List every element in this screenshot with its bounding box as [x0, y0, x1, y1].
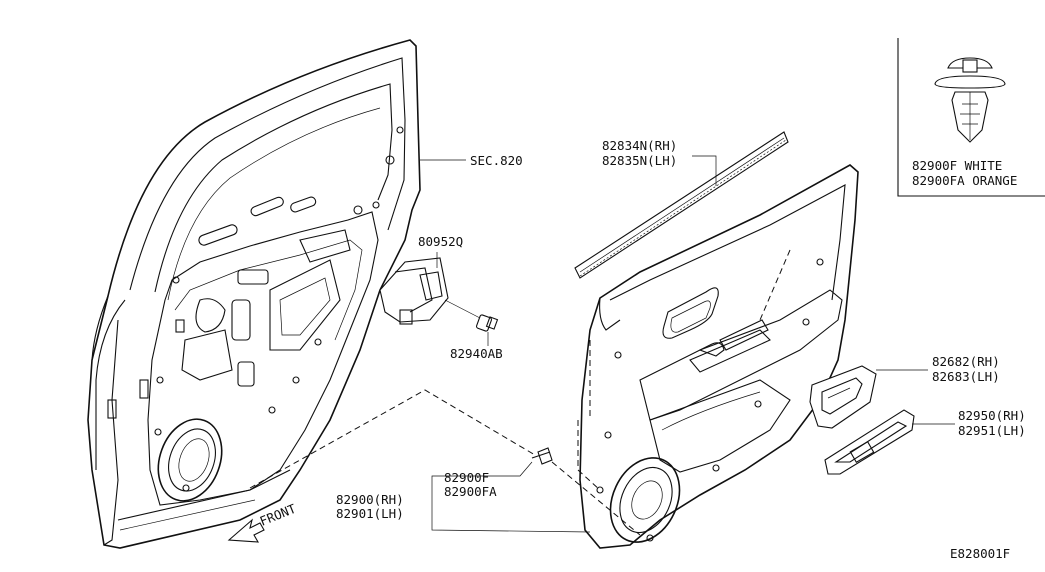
- part-82682-label: 82682(RH): [932, 354, 1000, 369]
- clip-82900f: [531, 447, 553, 465]
- front-label: FRONT: [258, 501, 299, 529]
- trim-clip-icon: [934, 57, 1006, 143]
- inside-handle-82682: [809, 365, 877, 429]
- clip-white-label: 82900F WHITE: [912, 158, 1002, 173]
- part-82835n-label: 82835N(LH): [602, 153, 677, 168]
- part-82834n-label: 82834N(RH): [602, 138, 677, 153]
- part-82951-label: 82951(LH): [958, 423, 1026, 438]
- clip-orange-label: 82900FA ORANGE: [912, 173, 1017, 188]
- diagram-id-label: E828001F: [950, 546, 1010, 561]
- part-82950-label: 82950(RH): [958, 408, 1026, 423]
- part-82940ab-label: 82940AB: [450, 346, 503, 361]
- part-80952q-label: 80952Q: [418, 234, 463, 249]
- part-82900fa-label: 82900FA: [444, 484, 497, 499]
- part-82900-label: 82900(RH): [336, 492, 404, 507]
- clip-detail-inset: 82900F WHITE 82900FA ORANGE: [897, 38, 1045, 197]
- part-82900f-label: 82900F: [444, 470, 489, 485]
- weather-strip: [574, 131, 789, 279]
- bracket-80952q: [379, 257, 449, 325]
- switch-finisher-82950: [824, 409, 915, 475]
- door-trim-panel: [577, 164, 859, 549]
- rear-door-shell: [87, 39, 421, 549]
- screw-82940ab: [444, 299, 499, 332]
- sec-820-label: SEC.820: [470, 153, 523, 168]
- part-82901-label: 82901(LH): [336, 506, 404, 521]
- front-arrow-icon: [227, 518, 265, 543]
- part-82683-label: 82683(LH): [932, 369, 1000, 384]
